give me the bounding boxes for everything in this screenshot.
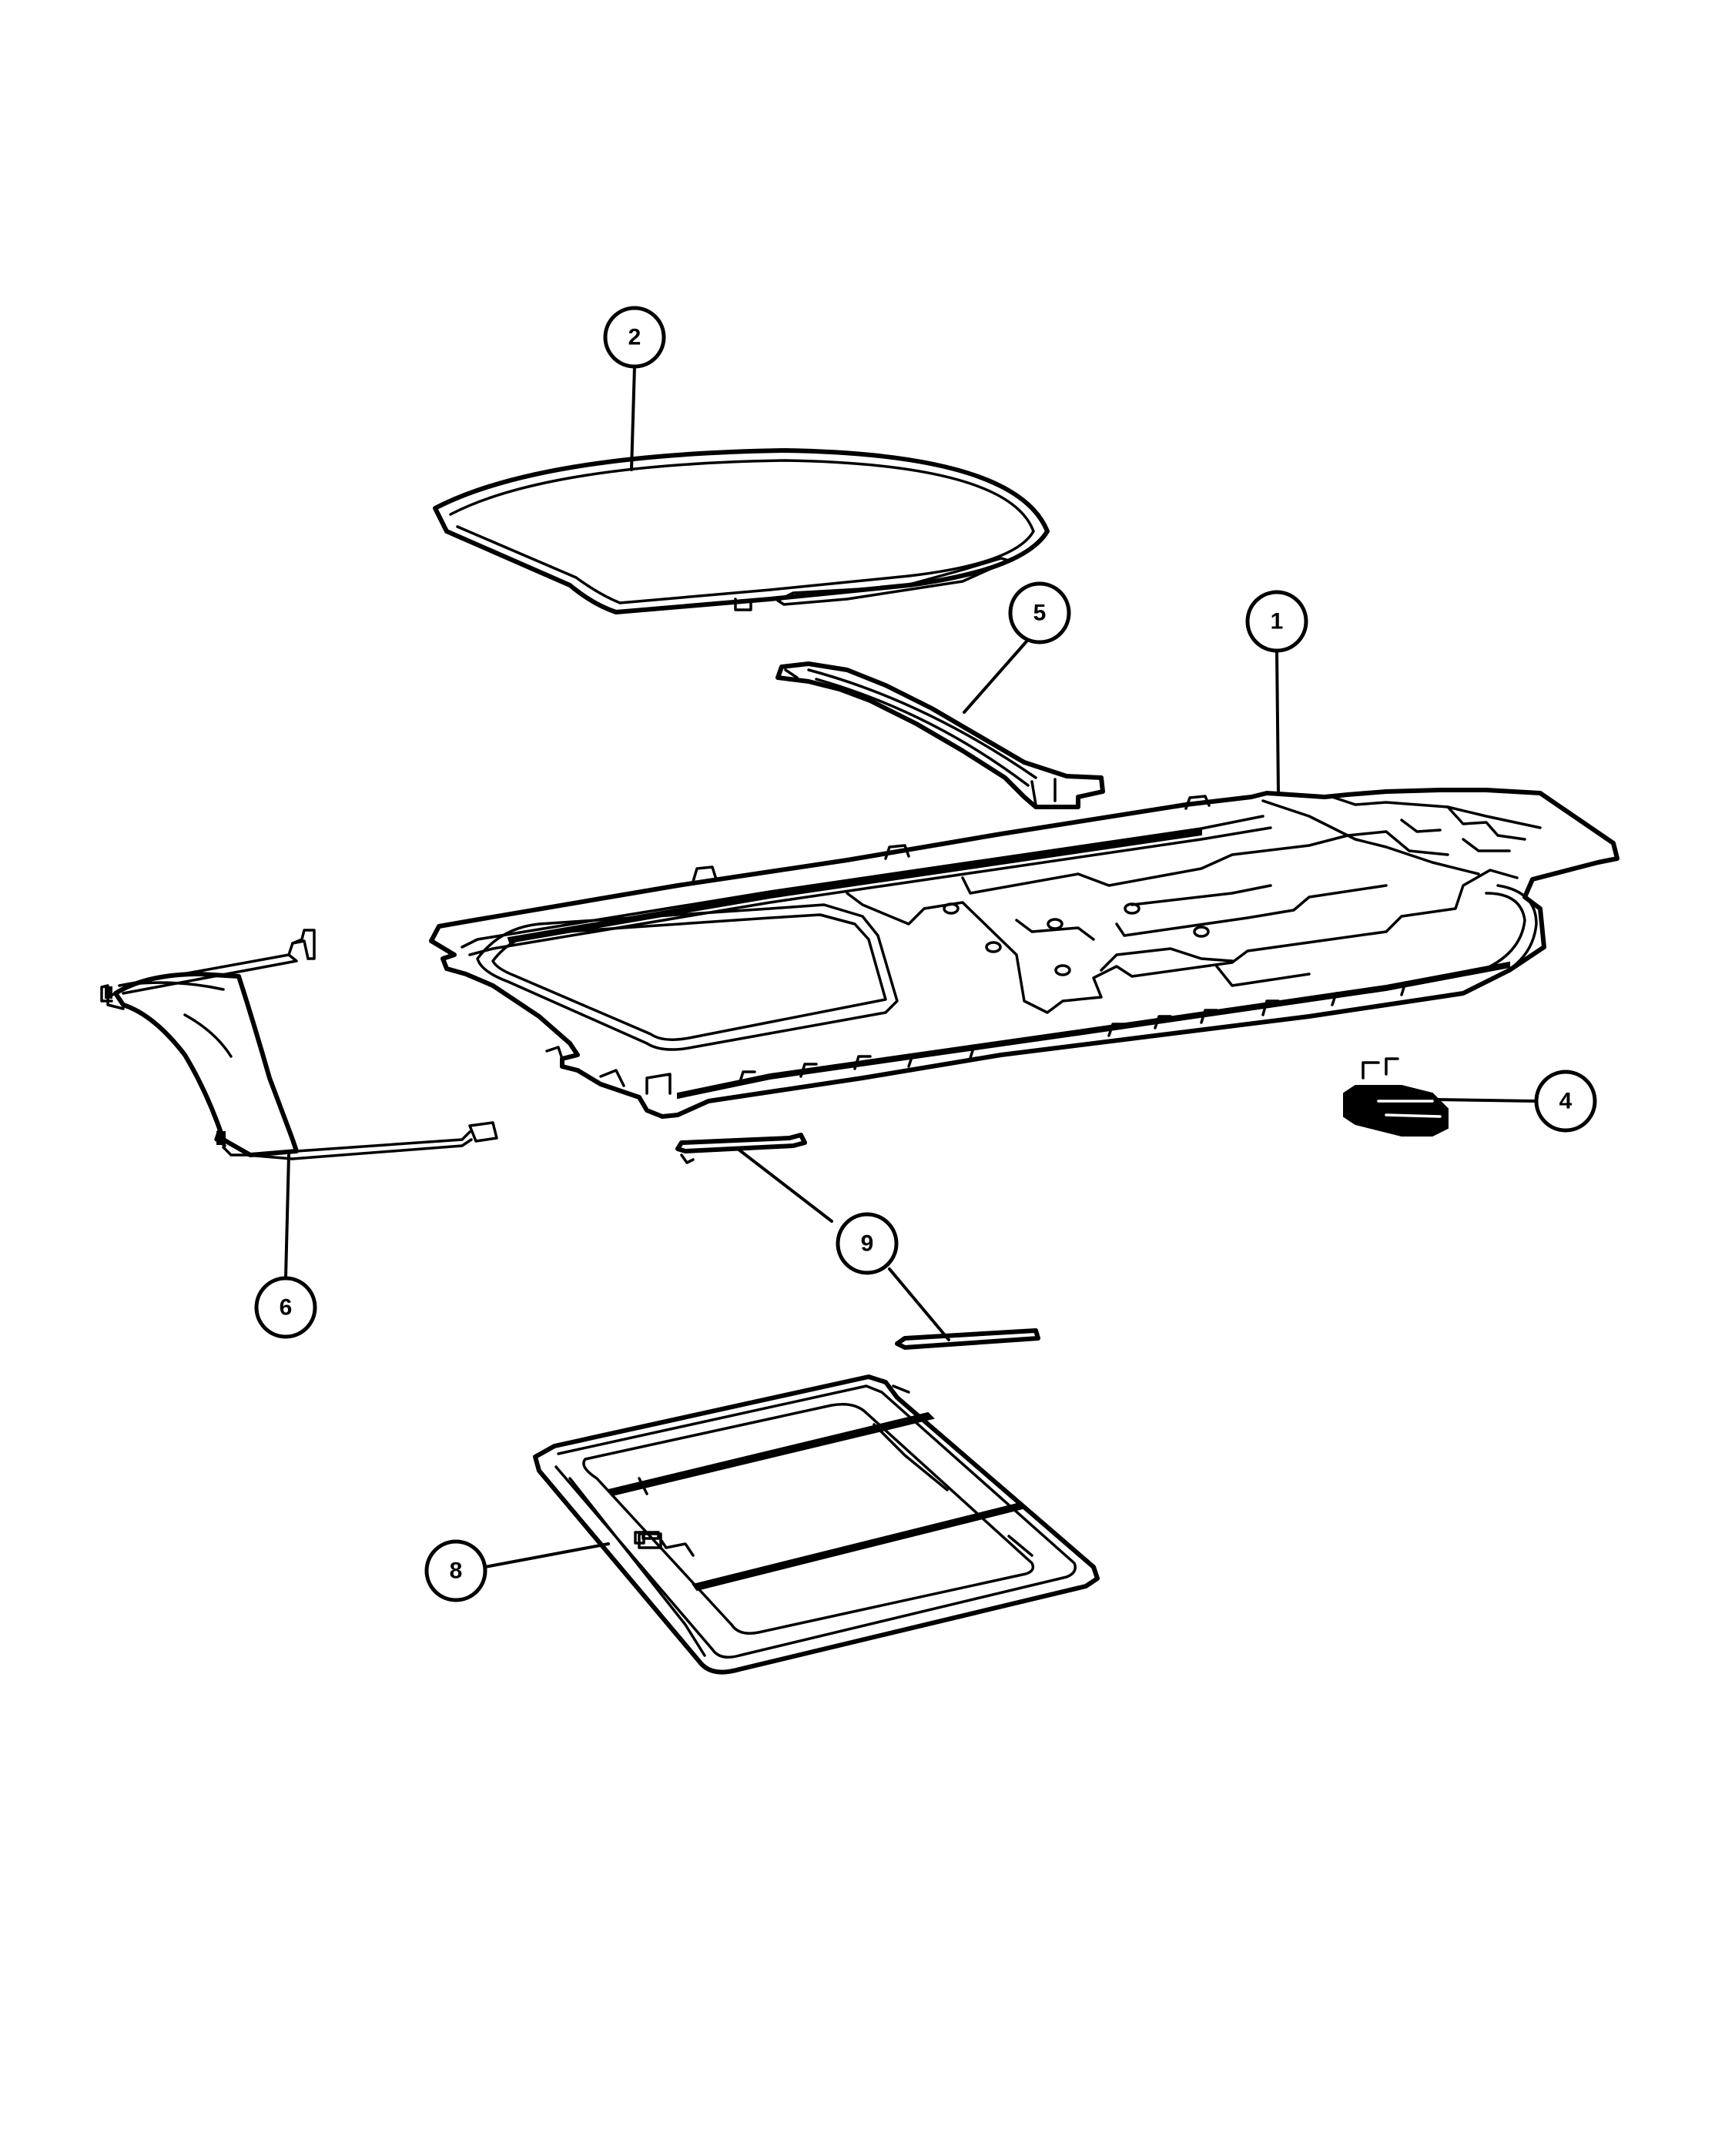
- leader-line-2: [630, 365, 636, 471]
- callout-label: 2: [628, 325, 641, 350]
- leader-line-1: [1275, 649, 1280, 795]
- callout-1: 1: [1245, 590, 1308, 653]
- sunshade-part: [533, 1374, 1100, 1675]
- callout-label: 5: [1033, 601, 1047, 626]
- sunroof-frame-part: [429, 788, 1619, 1119]
- callout-label: 8: [450, 1558, 463, 1584]
- callout-label: 4: [1559, 1089, 1573, 1114]
- callout-6: 6: [254, 1276, 317, 1339]
- glass-panel-part: [433, 448, 1050, 614]
- leader-line-6: [284, 1153, 290, 1280]
- guide-strip-part-upper: [675, 1133, 807, 1164]
- sunshade-harness-part: [100, 929, 498, 1160]
- leader-line-8: [484, 1542, 610, 1568]
- callout-5: 5: [1008, 581, 1071, 644]
- leader-line-9b: [888, 1267, 950, 1341]
- callout-2: 2: [603, 306, 666, 369]
- callout-label: 6: [280, 1295, 293, 1321]
- callout-label: 9: [861, 1231, 874, 1257]
- guide-strip-part-lower: [895, 1328, 1040, 1350]
- callout-label: 1: [1271, 609, 1284, 634]
- callout-4: 4: [1534, 1070, 1597, 1133]
- leader-line-4: [1435, 1098, 1538, 1103]
- sunroof-motor-part: [1343, 1057, 1449, 1137]
- leader-line-5: [963, 640, 1028, 714]
- leader-line-9a: [736, 1147, 833, 1223]
- callout-8: 8: [424, 1539, 487, 1602]
- wind-deflector-part: [775, 661, 1105, 809]
- callout-9: 9: [836, 1212, 899, 1275]
